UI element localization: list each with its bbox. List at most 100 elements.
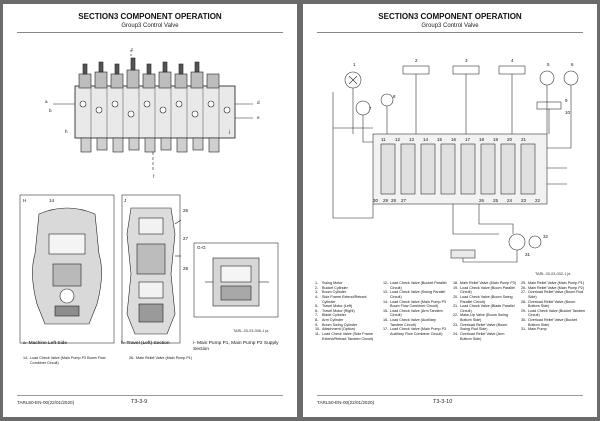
callout-27: 27 [183, 236, 189, 241]
right-page: SECTION3 COMPONENT OPERATION Group3 Cont… [303, 4, 597, 417]
callout-j: j [229, 129, 231, 134]
callout-a: a [45, 99, 48, 104]
legend-item: 24-Overload Relief Valve (Arm Bottom Sid… [453, 331, 505, 341]
diagram-label-27: 27 [401, 198, 407, 203]
hydraulic-circuit-diagram: 1 2 3 4 5 6 7 8 9 10 11 12 13 14 15 16 1… [332, 58, 579, 263]
section-gg-label: G-G [197, 245, 206, 250]
diagram-label-10: 10 [565, 110, 571, 115]
diagram-label-15: 15 [437, 137, 443, 142]
legend-item: 10-Attachment (Option) [315, 327, 355, 332]
legend-item: 17-Load Check Valve (Main Pump P3 Auxili… [383, 327, 447, 336]
diagram-label-29: 29 [383, 198, 389, 203]
legend-item: 8-Arm Cylinder [315, 318, 344, 322]
legend-item: 27-Overload Relief Valve (Boom Rod Side) [521, 290, 584, 299]
legend-item: 1-Swing Motor [315, 281, 343, 285]
diagram-label-31: 31 [525, 252, 531, 257]
left-page: SECTION3 COMPONENT OPERATION Group3 Cont… [3, 4, 297, 417]
footer-rule [317, 395, 583, 396]
legend-item: 18-Main Relief Valve (Main Pump P3) [453, 281, 517, 285]
legend-item: 16-Load Check Valve (Auxiliary Tandem Ci… [383, 318, 436, 327]
caption-main-pump-supply-section: i- Main Pump P1, Main Pump P2 Supply Sec… [193, 341, 279, 352]
diagram-label-24: 24 [507, 198, 513, 203]
note-14: 14-Load Check Valve (Main Pump P3 Boom F… [23, 356, 119, 365]
legend-column-1: 1-Swing Motor 2-Bucket Cylinder 3-Boom C… [315, 281, 379, 341]
legend-item: 19-Load Check Valve (Boom Parallel Circu… [453, 285, 515, 295]
legend-item: 15-Load Check Valve (Arm Tandem Circuit) [383, 308, 443, 318]
legend-item: 3-Boom Cylinder [315, 290, 347, 295]
legend-item: 13-Load Check Valve (Swing Parallel Circ… [383, 290, 446, 299]
callout-e: e [257, 115, 260, 120]
diagram-label-19: 19 [493, 137, 499, 142]
caption-machine-left-side: a- Machine Left Side [23, 341, 67, 346]
control-valve-drawing [53, 50, 253, 172]
legend-item: 4-Side Frame Extend/Retract Cylinder [315, 294, 367, 304]
legend-item: 2-Bucket Cylinder [315, 285, 348, 290]
diagram-label-3: 3 [465, 58, 468, 63]
legend-item: 7-Blade Cylinder [315, 313, 346, 318]
diagram-label-1: 1 [353, 62, 356, 67]
legend-item: 28-Overload Relief Valve (Boom Bottom Si… [521, 299, 576, 309]
callout-14: 14 [49, 198, 55, 203]
section-h-label: H [23, 198, 27, 203]
diagram-label-32: 32 [543, 234, 549, 239]
note-26: 26-Main Relief Valve (Main Pump P1) [129, 356, 219, 361]
legend-item: 12-Load Check Valve (Bucket Parallel Cir… [383, 281, 447, 290]
diagram-label-16: 16 [451, 137, 457, 142]
legend-item: 20-Load Check Valve (Boom Swing Parallel… [453, 294, 513, 304]
callout-h: h [65, 129, 68, 134]
legend-item: 29-Load Check Valve (Bucket Tandem Circu… [521, 308, 586, 318]
legend-column-3: 18-Main Relief Valve (Main Pump P3) 19-L… [453, 281, 517, 341]
legend-item: 11-Load Check Valve (Side Frame Extend/R… [315, 331, 374, 341]
diagram-label-14: 14 [423, 137, 429, 142]
diagram-label-6: 6 [571, 62, 574, 67]
diagram-label-21: 21 [521, 137, 527, 142]
diagram-label-8: 8 [393, 94, 396, 99]
callout-b: b [49, 108, 52, 113]
note-number: 14- [23, 356, 29, 360]
figure-ref-code: TARL-03-03-006-1 ja [233, 329, 269, 333]
diagram-label-30: 30 [373, 198, 379, 203]
note-number: 26- [129, 356, 135, 360]
diagram-label-25: 25 [493, 198, 499, 203]
diagram-label-2: 2 [415, 58, 418, 63]
diagram-label-4: 4 [511, 58, 514, 63]
diagram-label-9: 9 [565, 98, 568, 103]
legend-item: 31-Main Pump [521, 327, 547, 332]
legend-item: 22-Make-Up Valve (Boom Swing Bottom Side… [453, 313, 508, 322]
legend-item: 14-Load Check Valve (Main Pump P3 Boom F… [383, 299, 447, 309]
diagram-label-26: 26 [479, 198, 485, 203]
legend-item: 21-Load Check Valve (Blade Parallel Circ… [453, 304, 515, 313]
legend-column-2: 12-Load Check Valve (Bucket Parallel Cir… [383, 281, 449, 337]
legend-column-4: 25-Main Relief Valve (Main Pump P1) 26-M… [521, 281, 587, 332]
header-rule [17, 32, 283, 33]
legend-item: 25-Main Relief Valve (Main Pump P1) [521, 281, 585, 285]
diagram-label-12: 12 [395, 137, 401, 142]
diagram-label-11: 11 [381, 137, 386, 142]
footer-doc-code: TARL50-EN-00(22/01/2020) [317, 400, 375, 405]
callout-c: c [131, 47, 134, 52]
section-j-label: J [124, 198, 127, 203]
header-rule [317, 32, 583, 33]
section-j-drawing [121, 194, 181, 344]
section-subtitle: Group3 Control Valve [121, 23, 179, 29]
legend-item: 9-Boom Swing Cylinder [315, 322, 358, 327]
section-subtitle: Group3 Control Valve [421, 23, 479, 29]
section-gg-drawing [193, 242, 279, 318]
diagram-label-17: 17 [465, 137, 471, 142]
diagram-label-18: 18 [479, 137, 485, 142]
diagram-label-7: 7 [369, 106, 372, 111]
legend-item: 30-Overload Relief Valve (Bucket Bottom … [521, 318, 577, 327]
legend-item: 6-Travel Motor (Right) [315, 308, 355, 313]
callout-d: d [257, 100, 260, 105]
note-text: Main Relief Valve (Main Pump P1) [136, 356, 193, 360]
legend-item: 26-Main Relief Valve (Main Pump P2) [521, 285, 585, 290]
page-number: T3-3-10 [433, 399, 453, 405]
section-title: SECTION3 COMPONENT OPERATION [78, 12, 222, 21]
diagram-label-28: 28 [391, 198, 397, 203]
note-text: Load Check Valve (Main Pump P3 Boom Flow… [30, 356, 106, 365]
callout-26: 26 [183, 208, 189, 213]
diagram-label-5: 5 [547, 62, 550, 67]
footer-rule [17, 395, 283, 396]
callout-28: 28 [183, 266, 189, 271]
diagram-label-23: 23 [521, 198, 527, 203]
